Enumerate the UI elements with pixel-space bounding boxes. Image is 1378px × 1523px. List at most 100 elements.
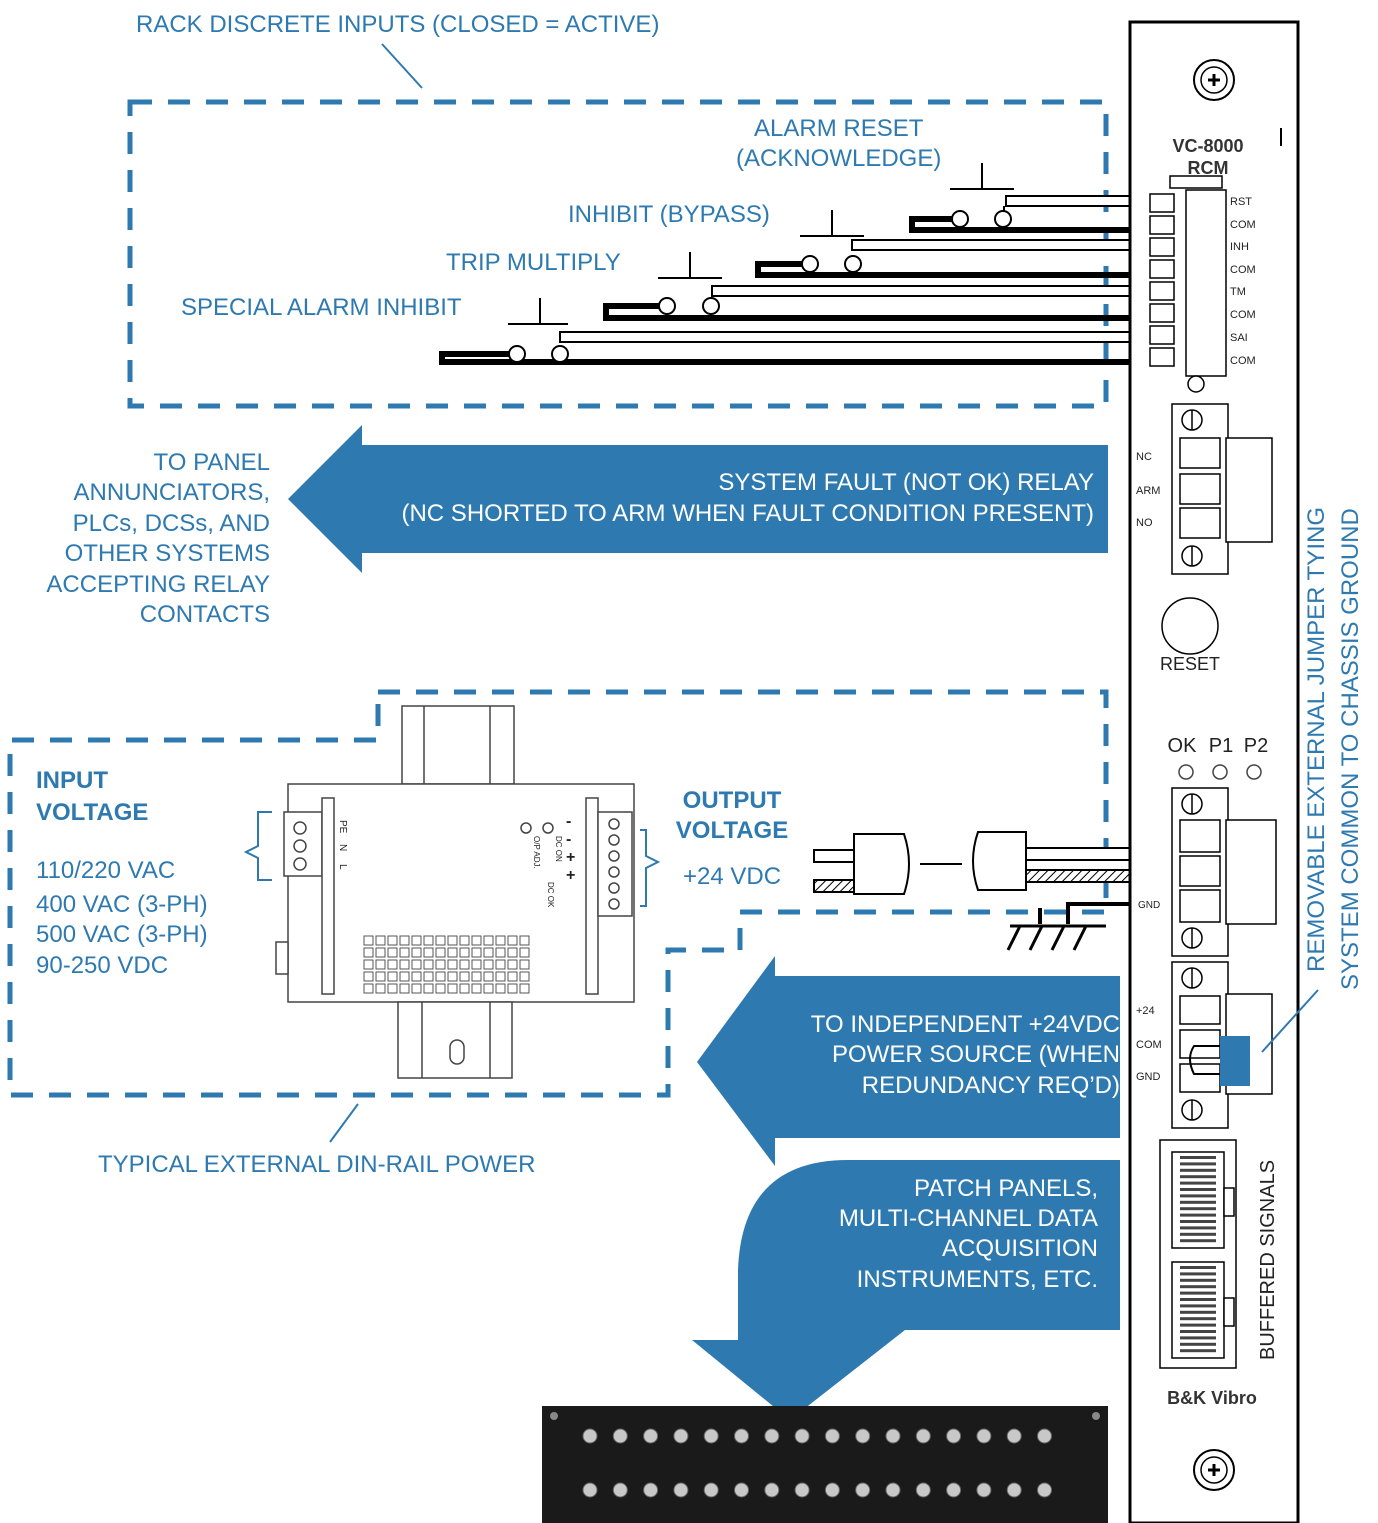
- svg-text:TO PANEL: TO PANEL: [154, 449, 270, 476]
- connector-pin: [1180, 1278, 1216, 1282]
- bnc-jack: [734, 1482, 749, 1498]
- psu-in-terminals: PE N L: [337, 820, 348, 870]
- vent-slot: [459, 947, 470, 958]
- vent-slot: [471, 947, 482, 958]
- vent-slot: [447, 935, 458, 946]
- output-voltage-title: OUTPUT: [683, 787, 782, 814]
- vent-slot: [399, 959, 410, 970]
- panel-screw: [550, 1412, 558, 1420]
- bnc-jack: [946, 1482, 962, 1498]
- vent-slot: [363, 935, 374, 946]
- vent-slot: [495, 935, 506, 946]
- output-cable: [813, 831, 1207, 951]
- vent-slot: [519, 959, 530, 970]
- svg-text:ANNUNCIATORS,: ANNUNCIATORS,: [74, 479, 270, 506]
- led-circles: [1178, 764, 1262, 780]
- bnc-jack: [1037, 1482, 1052, 1498]
- connector-pin: [1180, 1285, 1216, 1289]
- redundant-terminal-labels: +24 COM GND: [1136, 1005, 1162, 1083]
- patch-panel-jacks: [582, 1428, 1052, 1498]
- svg-text:P2: P2: [1244, 735, 1268, 757]
- vent-slot: [483, 983, 494, 994]
- power-terminal-block: [1171, 787, 1277, 957]
- inhibit-label: INHIBIT (BYPASS): [568, 201, 770, 228]
- jumper[interactable]: [1220, 1036, 1250, 1086]
- svg-text:TM: TM: [1230, 286, 1246, 298]
- vent-slot: [423, 959, 434, 970]
- vent-slot: [471, 935, 482, 946]
- connector-pin: [1180, 1266, 1216, 1269]
- rack-inputs-title: RACK DISCRETE INPUTS (CLOSED = ACTIVE): [136, 11, 659, 38]
- bnc-jack: [794, 1428, 810, 1444]
- vent-slot: [519, 983, 530, 994]
- input-bracket: [243, 811, 272, 881]
- svg-text:PLCs, DCSs, AND: PLCs, DCSs, AND: [73, 510, 270, 537]
- panel-screw: [1092, 1412, 1100, 1420]
- vent-slot: [435, 959, 446, 970]
- svg-text:COM: COM: [1230, 264, 1256, 276]
- vent-slot: [483, 971, 494, 982]
- connector-pin: [1180, 1239, 1216, 1243]
- psu-vent-grid: [363, 935, 530, 994]
- bnc-jack: [824, 1428, 840, 1444]
- vent-slot: [495, 983, 506, 994]
- svg-text:OK: OK: [1168, 735, 1198, 757]
- connector-pin: [1180, 1272, 1216, 1276]
- svg-text:REDUNDANCY REQ’D): REDUNDANCY REQ’D): [862, 1072, 1120, 1099]
- psu-led-dc-on: DC ON: [554, 836, 563, 862]
- connector-pin: [1180, 1220, 1216, 1223]
- vent-slot: [399, 971, 410, 982]
- patch-panel-label: PATCH PANELS, MULTI-CHANNEL DATA ACQUISI…: [839, 1175, 1098, 1293]
- svg-text:-: -: [566, 813, 571, 830]
- brand-label: B&K Vibro: [1167, 1388, 1257, 1408]
- svg-text:COM: COM: [1230, 355, 1256, 367]
- connector-pin: [1180, 1226, 1216, 1230]
- svg-text:N: N: [337, 844, 348, 851]
- module-subtitle: RCM: [1188, 158, 1229, 178]
- svg-text:COM: COM: [1230, 219, 1256, 231]
- bnc-jack: [976, 1482, 992, 1498]
- vent-slot: [483, 947, 494, 958]
- connector-pin: [1180, 1175, 1216, 1179]
- reset-button[interactable]: [1161, 597, 1219, 655]
- psu-led-op-adj: O/P ADJ.: [532, 836, 541, 869]
- module-title: VC-8000: [1172, 136, 1243, 156]
- din-rail-box: [7, 689, 1109, 1098]
- vent-slot: [423, 947, 434, 958]
- bnc-jack: [612, 1482, 628, 1498]
- independent-power-label: TO INDEPENDENT +24VDC POWER SOURCE (WHEN…: [811, 1011, 1120, 1099]
- patch-panel-arrow: [692, 1160, 1120, 1420]
- bnc-jack: [915, 1482, 931, 1498]
- bnc-jack: [673, 1428, 689, 1444]
- vent-slot: [471, 959, 482, 970]
- svg-text:-: -: [566, 831, 571, 848]
- connector-pin: [1180, 1304, 1216, 1308]
- vent-slot: [459, 935, 470, 946]
- vent-slot: [411, 947, 422, 958]
- connector-pin: [1180, 1330, 1216, 1333]
- svg-text:+: +: [566, 867, 575, 884]
- psu-out-terminals: - - + +: [566, 813, 575, 884]
- inputs-terminal-labels: RST COM INH COM TM COM SAI COM: [1230, 196, 1256, 367]
- svg-text:L: L: [337, 864, 348, 870]
- svg-text:GND: GND: [1136, 1071, 1161, 1083]
- svg-text:COM: COM: [1230, 309, 1256, 321]
- din-rail-leader: [329, 1103, 359, 1143]
- connector-pin: [1180, 1194, 1216, 1198]
- vent-slot: [447, 947, 458, 958]
- bnc-jack: [764, 1428, 780, 1444]
- bnc-jack: [703, 1482, 719, 1498]
- bnc-jack: [976, 1428, 992, 1444]
- vent-slot: [495, 971, 506, 982]
- vent-slot: [363, 971, 374, 982]
- reset-label: RESET: [1160, 654, 1220, 674]
- connector-pin: [1180, 1323, 1216, 1327]
- vent-slot: [423, 971, 434, 982]
- connector-pin: [1180, 1188, 1216, 1191]
- bnc-jack: [734, 1428, 749, 1444]
- svg-text:MULTI-CHANNEL DATA: MULTI-CHANNEL DATA: [839, 1205, 1098, 1232]
- vent-slot: [423, 983, 434, 994]
- svg-text:COM: COM: [1136, 1039, 1162, 1051]
- patch-panel: [542, 1406, 1108, 1523]
